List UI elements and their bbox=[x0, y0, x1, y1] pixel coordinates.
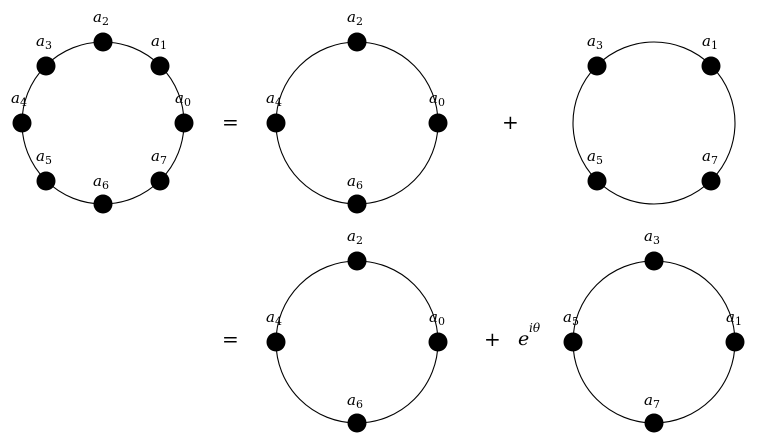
node-a4 bbox=[266, 332, 286, 352]
node-a6 bbox=[347, 194, 367, 214]
plus-sign-1: + bbox=[502, 110, 519, 134]
phase-base: e bbox=[518, 328, 529, 350]
phase-factor: e iθ bbox=[518, 321, 541, 350]
equals-sign-1: = bbox=[222, 110, 239, 134]
phase-exponent: iθ bbox=[529, 321, 541, 335]
label-a3: a3 bbox=[644, 227, 660, 247]
label-a7: a7 bbox=[151, 147, 167, 167]
label-a3: a3 bbox=[587, 32, 603, 52]
label-a5: a5 bbox=[36, 147, 52, 167]
ring-full: a2 a1 a3 a4 a0 a5 a7 a6 bbox=[11, 8, 194, 214]
ring-even-top: a2 a4 a0 a6 bbox=[266, 8, 448, 214]
label-a7: a7 bbox=[702, 147, 718, 167]
label-a1: a1 bbox=[702, 32, 718, 52]
label-a7: a7 bbox=[644, 391, 660, 411]
node-a7 bbox=[644, 413, 664, 433]
label-a0: a0 bbox=[429, 308, 445, 328]
label-a4: a4 bbox=[11, 89, 27, 109]
label-a5: a5 bbox=[563, 308, 579, 328]
node-a4 bbox=[266, 113, 286, 133]
ring-odd-rotated: a3 a5 a1 a7 bbox=[563, 227, 745, 433]
node-a5 bbox=[587, 171, 607, 191]
node-a2 bbox=[93, 32, 113, 52]
label-a1: a1 bbox=[726, 308, 742, 328]
node-a2 bbox=[347, 32, 367, 52]
node-a7 bbox=[150, 171, 170, 191]
label-a6: a6 bbox=[347, 391, 363, 411]
node-a1 bbox=[701, 56, 721, 76]
node-a6 bbox=[93, 194, 113, 214]
node-a3 bbox=[587, 56, 607, 76]
node-a0 bbox=[428, 113, 448, 133]
label-a4: a4 bbox=[266, 308, 282, 328]
node-a0 bbox=[428, 332, 448, 352]
label-a5: a5 bbox=[587, 147, 603, 167]
node-a0 bbox=[174, 113, 194, 133]
ring-odd-top-circle bbox=[572, 41, 736, 205]
label-a6: a6 bbox=[347, 172, 363, 192]
node-a1 bbox=[150, 56, 170, 76]
node-a7 bbox=[701, 171, 721, 191]
node-a6 bbox=[347, 413, 367, 433]
label-a6: a6 bbox=[93, 172, 109, 192]
label-a2: a2 bbox=[347, 227, 363, 247]
equals-sign-2: = bbox=[222, 327, 239, 351]
label-a2: a2 bbox=[93, 8, 109, 28]
node-a3 bbox=[36, 56, 56, 76]
label-a4: a4 bbox=[266, 89, 282, 109]
node-a4 bbox=[12, 113, 32, 133]
label-a1: a1 bbox=[151, 32, 167, 52]
node-a2 bbox=[347, 251, 367, 271]
label-a0: a0 bbox=[175, 89, 191, 109]
node-a3 bbox=[644, 251, 664, 271]
label-a0: a0 bbox=[429, 89, 445, 109]
node-a5 bbox=[36, 171, 56, 191]
node-a5 bbox=[563, 332, 583, 352]
label-a3: a3 bbox=[36, 32, 52, 52]
node-a1 bbox=[725, 332, 745, 352]
plus-sign-2: + bbox=[484, 327, 501, 351]
label-a2: a2 bbox=[347, 8, 363, 28]
ring-odd-top: a3 a1 a5 a7 bbox=[572, 32, 736, 205]
ring-even-bottom: a2 a4 a0 a6 bbox=[266, 227, 448, 433]
